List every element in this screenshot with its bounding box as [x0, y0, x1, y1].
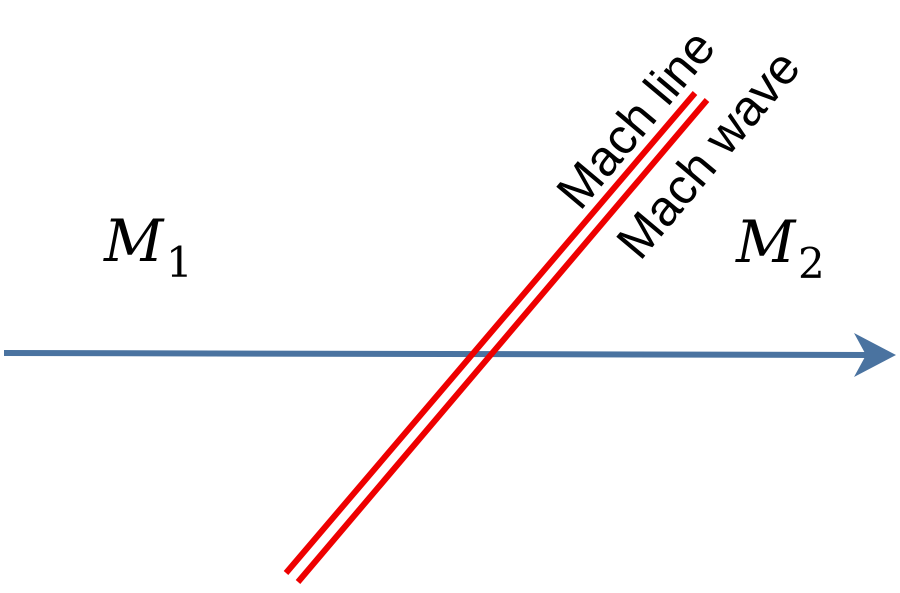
upstream-mach-subscript: 1	[166, 238, 193, 287]
upstream-mach-letter: M	[103, 207, 165, 275]
flow-arrow-head	[854, 333, 896, 377]
mach-wave	[295, 98, 710, 584]
downstream-mach-subscript: 2	[798, 239, 825, 288]
flow-arrow-shaft	[3, 350, 871, 358]
upstream-mach-number: M 1	[103, 207, 193, 287]
downstream-mach-letter: M	[735, 208, 797, 276]
mach-line	[283, 91, 698, 575]
downstream-mach-number: M 2	[735, 208, 825, 288]
